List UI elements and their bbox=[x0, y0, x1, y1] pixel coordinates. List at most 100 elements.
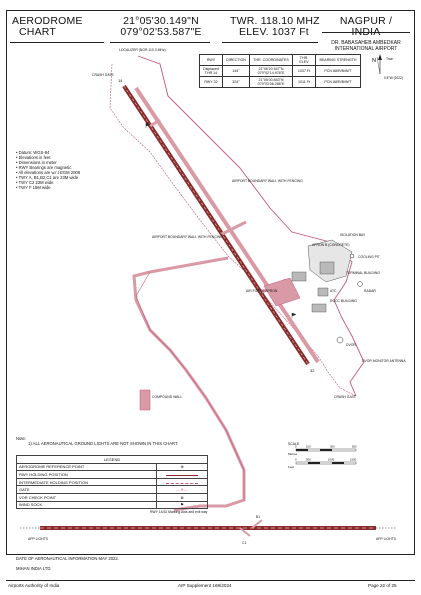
list-item: • Datum: WGS-84 bbox=[16, 150, 50, 155]
vor-checkpoint-icon: ⊗ bbox=[156, 492, 208, 502]
loop-edge bbox=[135, 271, 245, 500]
radar-icon bbox=[357, 281, 363, 287]
holding-position-icon bbox=[156, 470, 208, 479]
compound-wall-label: COMPOUND WALL bbox=[152, 395, 182, 399]
twy-b1-label: B1 bbox=[256, 515, 260, 519]
list-item: AERODROME REFERENCE POINT ⊕ bbox=[16, 462, 208, 472]
header-underline-left bbox=[10, 42, 104, 43]
connector-taxiway bbox=[149, 118, 161, 128]
legend-label: WIND SOCK bbox=[16, 500, 157, 510]
list-item: • Dimensions in meter bbox=[16, 160, 57, 165]
list-item: VOR CHECK POINT ⊗ bbox=[16, 492, 208, 502]
crash-gate-nw-label: CRASH GATE bbox=[92, 73, 115, 77]
list-item: • TWY C2 23M wide bbox=[16, 180, 54, 185]
chart-frame bbox=[6, 10, 415, 555]
legend-label: VOR CHECK POINT bbox=[16, 492, 157, 502]
twy-c1-label: C1 bbox=[242, 541, 246, 545]
scale-tick-label: 100 bbox=[306, 445, 311, 449]
magnetic-variation: 0.5°W (2022) bbox=[384, 76, 403, 80]
scale-bar bbox=[295, 448, 357, 465]
note-text: 1) ALL AERONAUTICAL GROUND LIGHTS ARE NO… bbox=[28, 441, 179, 446]
north-true-label: True bbox=[386, 57, 393, 61]
aeronautical-date: DATE OF AERONAUTICAL INFORMATION MAY 202… bbox=[16, 556, 119, 561]
coord-lat: 21°05'30.149"N bbox=[123, 15, 199, 27]
north-label: N bbox=[372, 58, 376, 64]
radar-label: RADAR bbox=[364, 289, 376, 293]
dvor-antenna-label: DVOR MONITOR ANTENNA bbox=[362, 359, 406, 363]
air-force-apron-area bbox=[263, 277, 301, 307]
cooling-pit-icon bbox=[349, 253, 355, 259]
company-name: MIHAN INDIA LTD. bbox=[16, 566, 52, 571]
legend-title: LEGEND bbox=[16, 455, 208, 464]
rocc-label: ROCC BUILDING bbox=[330, 299, 357, 303]
table-cell: 324° bbox=[222, 76, 250, 88]
exit-taxiway-b1 bbox=[251, 519, 263, 529]
footer-center: AIP Supplement 169/2024 bbox=[178, 583, 232, 588]
atc-label: ATC bbox=[330, 289, 337, 293]
runway-data-table: RWY DIRECTION THR. COORDINATES THR. ELEV… bbox=[199, 54, 361, 88]
table-cell: PCN 68/R/B/W/T bbox=[315, 76, 361, 88]
twr-frequency: TWR. 118.10 MHZ bbox=[230, 15, 320, 27]
footer-rule bbox=[6, 580, 415, 581]
table-cell: Displaced THR 14 bbox=[199, 65, 223, 77]
legend-label: GATE bbox=[16, 485, 157, 494]
coord-lon: 079°02'53.587"E bbox=[120, 26, 202, 38]
scale-tick-label: 0 bbox=[295, 458, 297, 462]
scale-tick-label: 500 bbox=[306, 458, 311, 462]
airport-name-2: INTERNATIONAL AIRPORT bbox=[334, 46, 398, 52]
atc-building-icon bbox=[317, 287, 329, 297]
apron-building-icon bbox=[291, 271, 307, 282]
chart-type-title: AERODROME CHART bbox=[12, 16, 83, 38]
apron-b bbox=[307, 239, 353, 283]
header-underline-right bbox=[222, 42, 318, 43]
list-item: RWY HOLDING POSITION bbox=[16, 470, 208, 479]
rwy-14-label: 14 bbox=[118, 78, 123, 83]
airport-name-1: DR. BABASAHEB AMBEDKAR bbox=[331, 40, 401, 46]
boundary-wall-sw bbox=[109, 63, 357, 397]
gate-icon: —✕— bbox=[156, 485, 208, 494]
list-item: GATE —✕— bbox=[16, 485, 208, 494]
table-row: RWY 32 324° 21°05'00.843"N 079°03'08.286… bbox=[199, 76, 361, 88]
scale-tick-label: 0 bbox=[295, 445, 297, 449]
parallel-taxiway bbox=[134, 86, 320, 364]
scale-tick-label: 500 bbox=[352, 445, 357, 449]
list-item: • TWY A, B1,B2,C1 are 23M wide bbox=[16, 175, 79, 180]
legend-label: INTERMEDIATE HOLDING POSITION bbox=[16, 477, 157, 487]
footer-right: Page 22 of 25 bbox=[368, 583, 397, 588]
legend-label: AERODROME REFERENCE POINT bbox=[16, 462, 157, 472]
app-lights-left-label: APP LIGHTS bbox=[28, 537, 49, 541]
title-chart: CHART bbox=[19, 26, 56, 38]
marking-aids-title: RWY 14/32 Marking Aids and exit way bbox=[150, 510, 208, 514]
list-item: • TWY F 15M wide bbox=[16, 185, 51, 190]
title-aerodrome: AERODROME bbox=[12, 15, 83, 27]
north-arrow-icon bbox=[376, 54, 382, 75]
air-force-apron-label: AIR FORCE APRON bbox=[246, 289, 278, 293]
list-item: • All elevations are w.r.t EGM 2008 bbox=[16, 170, 81, 175]
arp-icon: ⊕ bbox=[156, 462, 208, 472]
rocc-building-icon bbox=[311, 303, 327, 313]
apron-label: APRON B (CONCRETE) bbox=[312, 243, 350, 247]
isolation-bay-label: ISOLATION BAY bbox=[340, 233, 366, 237]
arp-coordinates: 21°05'30.149"N 079°02'53.587"E bbox=[115, 16, 207, 38]
scale-tick-label: 1000 bbox=[328, 458, 335, 462]
table-cell: 1011 Ft bbox=[292, 76, 316, 88]
localizer-label: LOCALIZER (NGR 110.3 MHz) bbox=[119, 48, 166, 52]
list-item: • RWY Bearings are magnetic bbox=[16, 165, 72, 170]
boundary-wall-ne-label: AIRPORT BOUNDARY WALL WITH FENCING bbox=[232, 179, 303, 183]
terminal-label: TERMINAL BUILDING bbox=[346, 271, 380, 275]
boundary-wall-ne bbox=[137, 55, 365, 397]
cooling-pit-label: COOLING PIT bbox=[358, 255, 380, 259]
legend-table: LEGEND AERODROME REFERENCE POINT ⊕ RWY H… bbox=[16, 455, 208, 510]
connector-taxiway bbox=[221, 220, 247, 236]
scale-tick-label: 300 bbox=[330, 445, 335, 449]
exit-taxiway-c1 bbox=[239, 527, 251, 537]
scale-tick-label: 1500 bbox=[350, 458, 357, 462]
runway-centreline bbox=[123, 85, 309, 365]
scale-title: SCALE bbox=[288, 442, 300, 446]
scale-feet-label: Feet bbox=[288, 465, 294, 469]
scale-metres-label: Metres bbox=[288, 452, 298, 456]
twr-elev: TWR. 118.10 MHZ ELEV. 1037 Ft bbox=[230, 16, 320, 38]
aerodrome-elevation: ELEV. 1037 Ft bbox=[239, 26, 309, 38]
wind-sock-icon bbox=[291, 312, 297, 318]
